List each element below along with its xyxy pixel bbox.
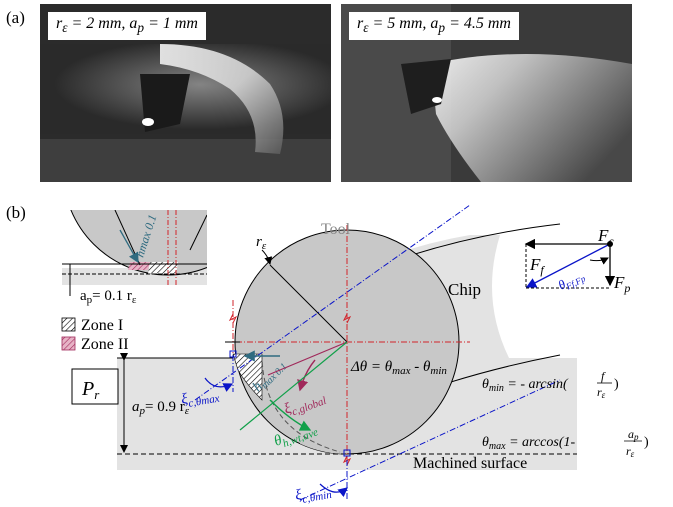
panel-a-label: (a) [6,8,25,27]
nose-radius-label: rε [256,234,267,252]
svg-text:Fc: Fc [597,226,614,248]
delta-theta-label: Δθ = θmax - θmin [350,359,447,377]
panel-b-label: (b) [6,203,26,222]
svg-text:θFf,Fp: θFf,Fp [556,267,588,294]
photo-right-caption: rε = 5 mm, ap = 4.5 mm [349,12,519,41]
svg-text:): ) [644,435,649,450]
svg-text:ap: ap [628,427,639,442]
zone2-label: Zone II [81,336,129,353]
pr-box [71,368,119,405]
svg-text:f: f [601,369,606,383]
zone1-label: Zone I [81,317,123,334]
photo-left: rε = 2 mm, ap = 1 mm [40,4,331,182]
svg-text:rε: rε [597,385,606,400]
zone2-swatch [61,336,76,351]
force-diagram: Fc Ff Fp θFf,Fp [524,226,630,295]
ap-main-label: ap= 0.9 rε [132,399,190,417]
inset-ap-label: ap= 0.1 rε [80,288,137,306]
tool-label: Tool [321,221,351,238]
svg-text:rε: rε [626,444,635,459]
xi-theta-min-label: ξc,θmin [294,482,333,507]
chip-label: Chip [448,280,481,299]
photo-right: rε = 5 mm, ap = 4.5 mm [341,4,632,182]
machined-surface-label: Machined surface [413,455,527,472]
zone1-swatch [61,317,76,332]
photo-left-caption: rε = 2 mm, ap = 1 mm [48,12,206,41]
inset-detail [62,210,207,285]
svg-text:): ) [614,377,619,392]
theta-min-equation: θmin = - arcsin( [482,377,569,394]
theta-max-equation: θmax = arccos(1- [482,435,575,452]
svg-text:Ff: Ff [529,255,545,277]
svg-text:Fp: Fp [613,273,630,295]
